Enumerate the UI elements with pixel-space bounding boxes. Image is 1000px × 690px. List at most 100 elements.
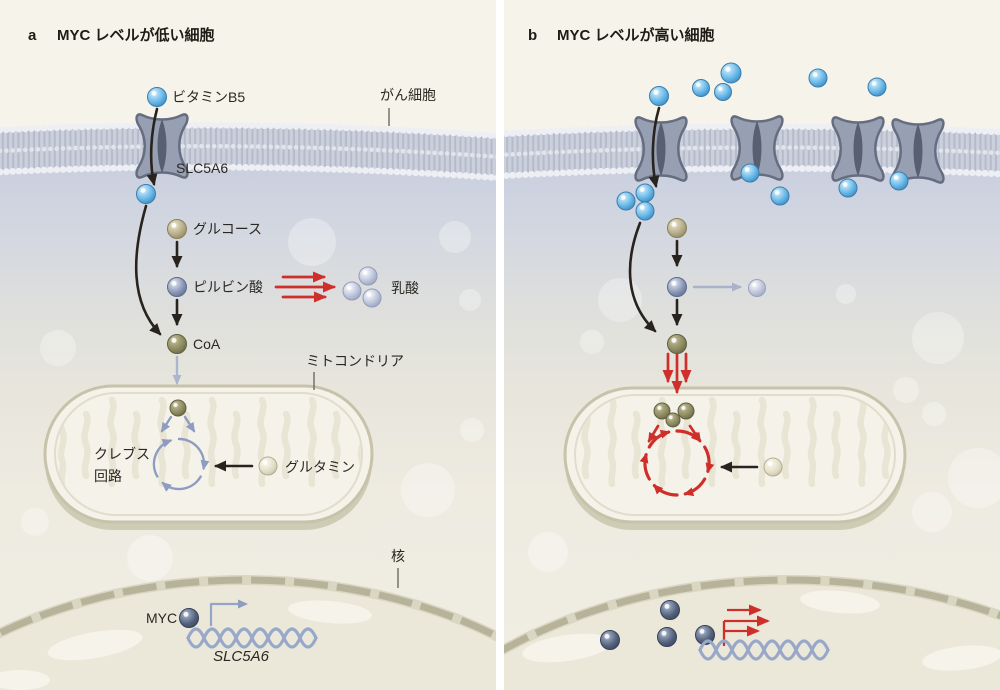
label-pyruvate: ピルビン酸 [193, 279, 263, 295]
vitamin-b5-ball-inside [740, 163, 760, 183]
ball-highlight [620, 195, 626, 200]
panel-b-title: MYC レベルが高い細胞 [557, 26, 715, 44]
coa-ball [167, 334, 187, 354]
ball-highlight [671, 280, 677, 286]
glutamine-ball [763, 457, 783, 477]
slc5a6-transporter-b3 [831, 116, 885, 182]
panel-divider [496, 0, 504, 690]
ball-highlight [657, 405, 662, 411]
ball-highlight [744, 167, 750, 172]
mito-inner-membrane [574, 394, 896, 516]
arrow-b5-import [648, 106, 661, 188]
nuclear-envelope-band [0, 575, 500, 644]
panel-b-tag: b [528, 27, 537, 44]
arrow-split-left [160, 415, 173, 433]
arrow-b5-to-coa [628, 221, 657, 333]
nuclear-envelope-dashes [500, 576, 1000, 656]
metabolites-a [136, 87, 382, 628]
arrows-coa-into-mito-red [662, 352, 692, 394]
ball-highlight [842, 182, 848, 187]
krebs-cycle-a [152, 437, 210, 492]
ball-highlight [725, 66, 731, 72]
vitamin-b5-ball-inside [616, 191, 636, 211]
ball-highlight [681, 405, 686, 411]
label-mitochondria: ミトコンドリア [306, 353, 404, 369]
panel-a-tag: a [28, 27, 37, 44]
ball-highlight [668, 415, 673, 420]
arrow-b5-import [146, 107, 159, 186]
panel-a-title: MYC レベルが低い細胞 [57, 26, 215, 44]
ball-highlight [171, 222, 177, 228]
vitamin-b5-ball [720, 62, 742, 84]
label-cancer-cell: がん細胞 [380, 87, 436, 103]
glucose-ball [667, 218, 687, 238]
ball-highlight [661, 630, 667, 636]
arrow-split-right [183, 415, 196, 433]
ball-highlight [604, 633, 610, 639]
mito-cristae [576, 396, 894, 514]
ball-highlight [696, 82, 701, 87]
lactate-ball-faded [748, 279, 766, 297]
glucose-ball [167, 219, 187, 239]
vitamin-b5-ball [714, 83, 732, 101]
mitochondrion-b [563, 386, 907, 530]
mito-inner-membrane [54, 392, 363, 516]
vitamin-b5-ball [808, 68, 828, 88]
label-nucleus: 核 [391, 548, 405, 564]
ball-highlight [653, 89, 659, 95]
myc-protein-ball [179, 608, 199, 628]
coa-ball [667, 334, 687, 354]
lactate-ball [362, 288, 382, 308]
ball-highlight [871, 81, 877, 86]
myc-protein-ball [600, 630, 620, 650]
vitamin-b5-ball [692, 79, 710, 97]
label-glucose: グルコース [193, 221, 262, 237]
label-krebs-line2: 回路 [94, 468, 122, 484]
arrow-b5-to-coa [134, 204, 162, 336]
ball-highlight [171, 337, 177, 343]
label-krebs-line1: クレブス [94, 446, 150, 462]
arrows-a [134, 107, 336, 626]
label-lactate: 乳酸 [391, 280, 419, 296]
lactate-ball [358, 266, 378, 286]
ball-highlight [671, 221, 677, 227]
panel-a: a MYC レベルが低い細胞 ビタミンB5 がん細胞 SLC5A6 グルコース … [0, 26, 500, 690]
label-slc5a6-gene: SLC5A6 [213, 648, 270, 665]
vitamin-b5-ball-inside [889, 171, 909, 191]
vitamin-b5-ball [147, 87, 167, 107]
ball-highlight [171, 280, 177, 286]
label-myc: MYC [146, 610, 177, 626]
label-slc5a6-transporter: SLC5A6 [176, 160, 228, 176]
krebs-cycle-b [639, 429, 715, 497]
ball-highlight [140, 187, 146, 193]
myc-protein-ball [660, 600, 680, 620]
panel-b: b MYC レベルが高い細胞 [500, 26, 1000, 690]
pyruvate-ball [667, 277, 687, 297]
arrows-pyruvate-lactate-red [274, 271, 336, 303]
ball-highlight [699, 628, 705, 634]
ball-highlight [664, 603, 670, 609]
arrows-b [628, 106, 770, 646]
ball-highlight [812, 72, 818, 77]
label-glutamine: グルタミン [285, 459, 355, 475]
vitamin-b5-ball [649, 86, 669, 106]
coa-ball-mito [169, 399, 187, 417]
dna-helix-a [186, 627, 318, 649]
ball-highlight [639, 187, 645, 192]
ball-highlight [262, 460, 268, 465]
vesicle-blobs-a [21, 218, 484, 581]
ball-highlight [893, 175, 899, 180]
metabolites-b [600, 62, 909, 650]
plasma-membrane-a [0, 121, 500, 182]
myc-protein-ball [657, 627, 677, 647]
ball-highlight [767, 461, 773, 466]
lactate-ball [342, 281, 362, 301]
ball-highlight [671, 337, 677, 343]
ball-highlight [366, 292, 372, 297]
coa-ball-mito [677, 402, 695, 420]
mito-cristae [56, 394, 361, 514]
vitamin-b5-ball-inside [136, 184, 156, 204]
vitamin-b5-ball-inside [635, 183, 655, 203]
slc5a6-transporter-b1 [634, 116, 688, 182]
